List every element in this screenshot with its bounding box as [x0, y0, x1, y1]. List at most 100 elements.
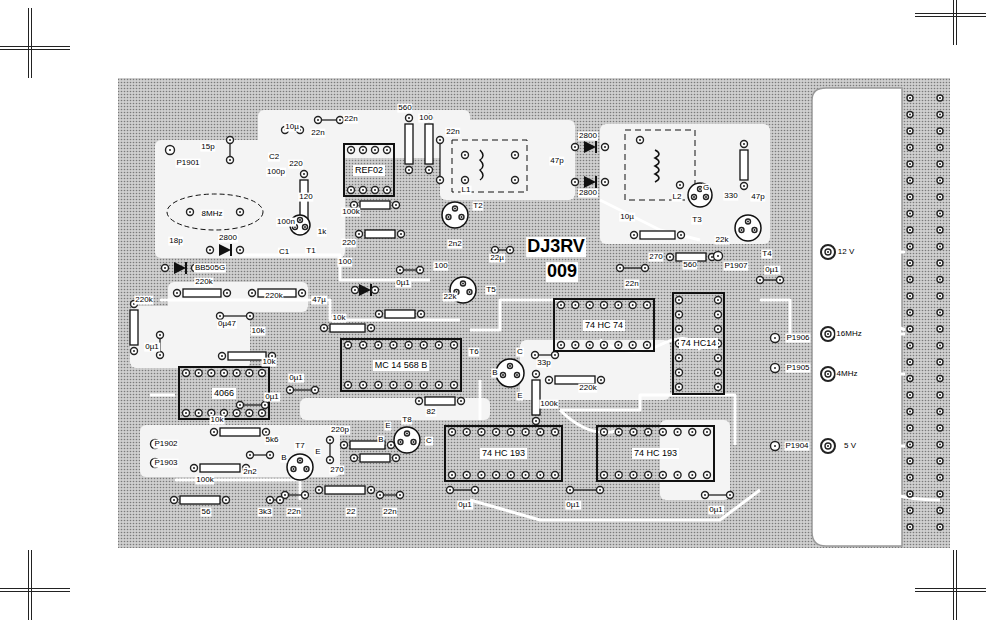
diode-symbol [219, 244, 231, 256]
drill-hole [827, 373, 829, 375]
drill-hole [494, 249, 496, 251]
component-label: P1905 [785, 364, 810, 373]
drill-hole [516, 374, 518, 376]
solder-pad [572, 302, 579, 309]
copper-free-area [520, 340, 670, 400]
drill-hole [909, 295, 911, 297]
ic-package: MC 14 568 B [340, 338, 462, 392]
solder-pad [351, 455, 358, 462]
ic-package: 74 HC14 [672, 292, 725, 395]
drill-hole [514, 154, 516, 156]
component-label: 22n [343, 115, 358, 124]
drill-hole [323, 327, 325, 329]
drill-hole [329, 459, 331, 461]
drill-hole [603, 344, 605, 346]
drill-hole [647, 431, 649, 433]
diode-symbol [584, 141, 596, 153]
capacitor-symbol [570, 489, 600, 490]
drill-hole [646, 304, 648, 306]
solder-pad [262, 402, 269, 409]
solder-pad [644, 342, 651, 349]
terminal-ring [821, 327, 835, 341]
drill-hole [909, 444, 911, 446]
component-label: 10k [251, 327, 266, 336]
solder-pad [937, 244, 943, 250]
solder-pad [615, 342, 622, 349]
crop-mark [953, 550, 954, 620]
component-label: 220 [288, 160, 303, 169]
drill-hole [509, 365, 511, 367]
drill-hole [423, 384, 425, 386]
resistor-symbol [360, 201, 390, 209]
solder-pad [937, 475, 943, 481]
solder-pad [598, 377, 605, 384]
drill-hole [386, 189, 388, 191]
solder-pad [752, 228, 757, 233]
drill-hole [706, 431, 708, 433]
solder-pad [461, 281, 466, 286]
solder-pad [195, 370, 202, 377]
solder-pad [659, 429, 666, 436]
drill-hole [374, 289, 376, 291]
solder-pad [390, 382, 397, 389]
drill-hole [193, 467, 195, 469]
resistor-symbol [640, 231, 675, 239]
capacitor-symbol [220, 315, 250, 316]
drill-hole [747, 221, 749, 223]
solder-pad [263, 429, 270, 436]
component-label: C [425, 437, 433, 446]
drill-hole [539, 431, 541, 433]
solder-pad [757, 277, 764, 284]
drill-hole [339, 119, 341, 121]
solder-pad [704, 429, 711, 436]
component-label: 8MHz [201, 210, 224, 219]
solder-pad [211, 429, 218, 436]
drill-hole [534, 354, 536, 356]
component-label: 2800 [218, 234, 238, 243]
drill-hole [618, 431, 620, 433]
component-label: 220k [264, 292, 283, 301]
component-label: 100p [266, 168, 286, 177]
component-label: T6 [468, 348, 479, 357]
drill-hole [617, 344, 619, 346]
terminal-ring [821, 245, 835, 259]
drill-hole [939, 328, 941, 330]
solder-pad [937, 161, 943, 167]
solder-pad [437, 137, 444, 144]
solder-pad [676, 326, 683, 333]
component-label: 22k [443, 293, 458, 302]
solder-pad [825, 249, 831, 255]
drill-hole [480, 474, 482, 476]
drill-hole [304, 494, 306, 496]
solder-pad [221, 370, 228, 377]
solder-pad [372, 147, 379, 154]
solder-pad [417, 267, 424, 274]
drill-hole [574, 304, 576, 306]
solder-pad [617, 265, 624, 272]
drill-hole [354, 289, 356, 291]
drill-hole [378, 313, 380, 315]
drill-hole [939, 427, 941, 429]
solder-pad [907, 392, 913, 398]
solder-pad [183, 370, 190, 377]
drill-hole [510, 474, 512, 476]
component-label: 220 [341, 239, 356, 248]
copper-trace [150, 394, 175, 397]
component-label: 0µ1 [565, 501, 581, 510]
drill-hole [633, 234, 635, 236]
solder-pad [907, 95, 913, 101]
component-label: 47p [750, 193, 765, 202]
solder-pad [558, 302, 565, 309]
component-label: 560 [682, 261, 697, 270]
solder-pad [233, 370, 240, 377]
drill-hole [939, 526, 941, 528]
copper-trace [240, 255, 430, 280]
drill-hole [909, 246, 911, 248]
solder-pad [615, 472, 622, 479]
coil-shield [625, 130, 695, 200]
terminal-ring [821, 439, 835, 453]
solder-pad [183, 410, 190, 417]
component-label: G [702, 184, 710, 193]
drill-hole [169, 149, 171, 151]
component-label: 5k6 [265, 436, 280, 445]
